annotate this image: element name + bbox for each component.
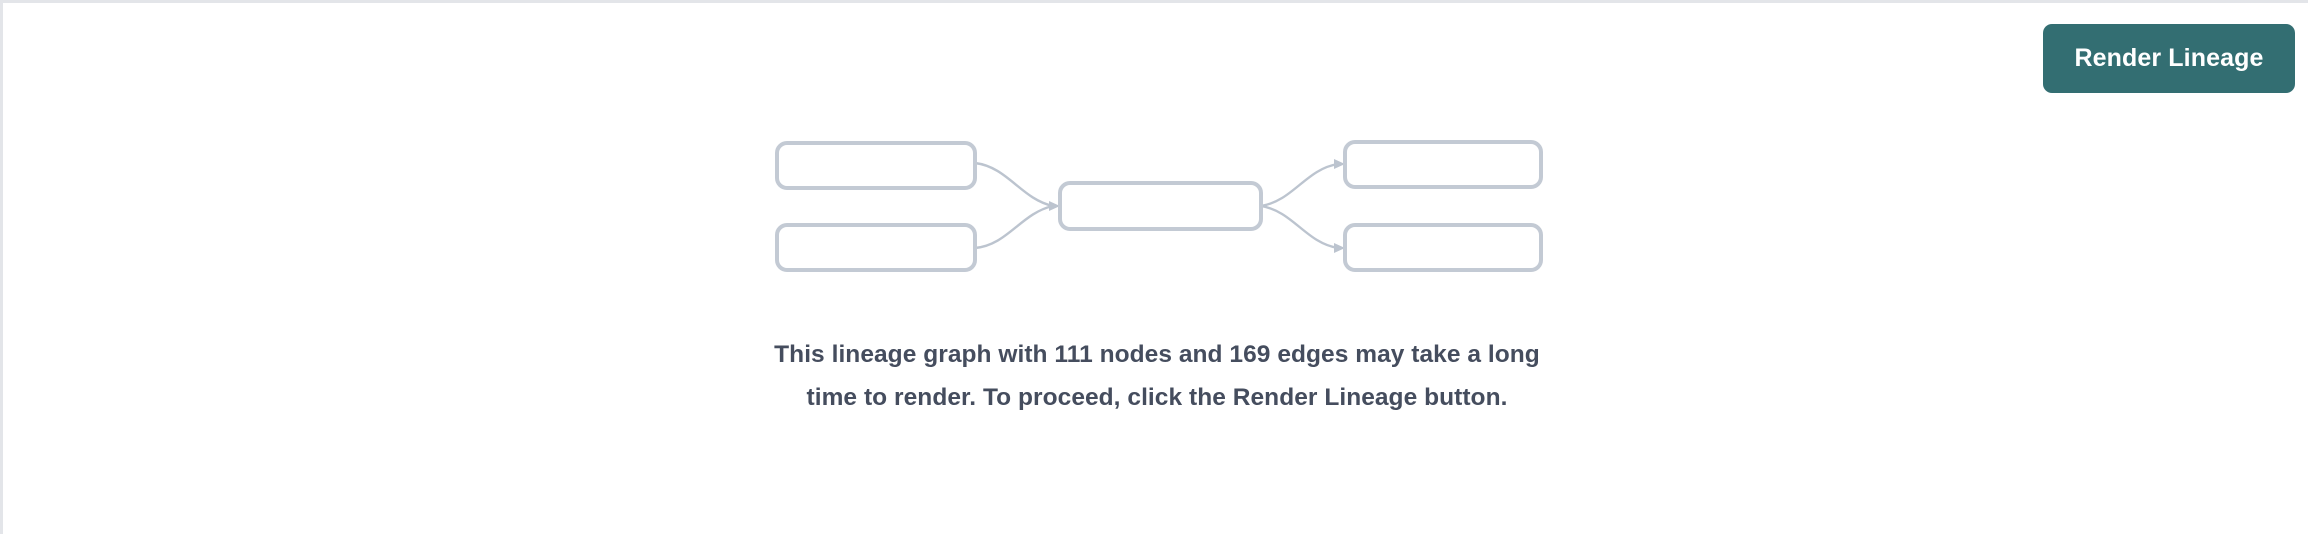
- graph-node-source-2: [775, 223, 977, 272]
- edge-center-to-target2: [1260, 204, 1345, 253]
- edge-source2-to-center: [974, 204, 1054, 250]
- edge-source1-to-center: [974, 161, 1060, 211]
- graph-node-center: [1058, 181, 1263, 231]
- graph-node-target-2: [1343, 223, 1543, 272]
- edge-center-to-target1: [1260, 159, 1345, 208]
- lineage-graph-illustration: [775, 140, 1543, 272]
- render-lineage-button[interactable]: Render Lineage: [2043, 24, 2295, 93]
- lineage-graph-placeholder: [3, 3, 2308, 537]
- lineage-warning-message: This lineage graph with 111 nodes and 16…: [774, 341, 1540, 411]
- graph-node-target-1: [1343, 140, 1543, 189]
- graph-node-source-1: [775, 141, 977, 190]
